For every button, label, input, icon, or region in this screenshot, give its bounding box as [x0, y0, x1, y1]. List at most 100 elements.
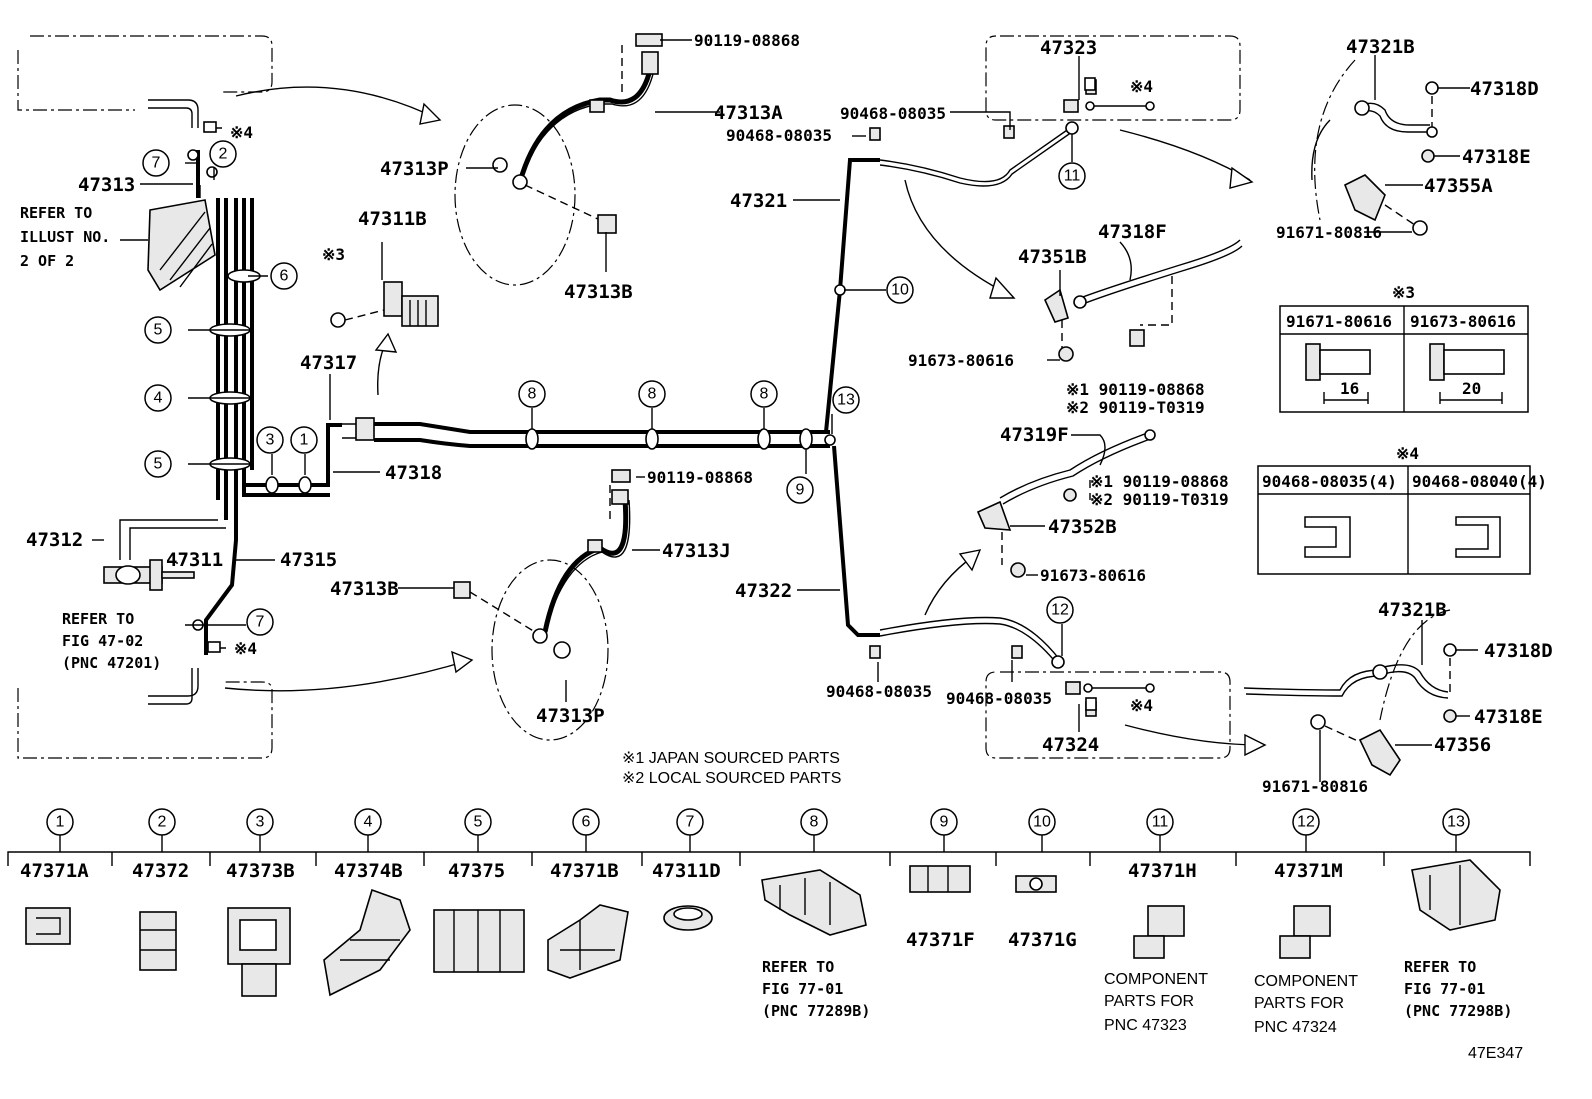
clamp-10-part: 47371G: [1008, 929, 1077, 951]
label-47352B: 47352B: [1048, 516, 1117, 538]
clamp-4: 4 47374B: [323, 808, 411, 997]
callout-7-bottom: 7: [246, 608, 274, 636]
clamp-11: 11 47371H COMPONENT PARTS FOR PNC 47323: [1104, 808, 1208, 1034]
label-47313P-bottom: 47313P: [536, 705, 605, 727]
callout-5-upper: 5: [144, 316, 172, 344]
clamp-10: 10 47371G: [1008, 808, 1077, 951]
label-47313J: 47313J: [662, 540, 731, 562]
footnote-local: ※2 LOCAL SOURCED PARTS: [622, 770, 841, 787]
footnotes: ※1 JAPAN SOURCED PARTS ※2 LOCAL SOURCED …: [622, 750, 841, 787]
svg-text:8: 8: [810, 814, 819, 831]
clamp-1: 1 47371A: [20, 808, 89, 945]
clamp-3-part: 47373B: [226, 860, 295, 882]
rear-line-47319F: [924, 429, 1156, 616]
svg-text:8: 8: [648, 386, 657, 403]
callout-6: 6: [270, 262, 298, 290]
callout-2: 2: [209, 140, 237, 168]
callout-10: 10: [886, 276, 914, 304]
svg-text:12: 12: [1297, 814, 1315, 831]
label-refer-illust-1: REFER TO: [20, 204, 92, 222]
clamp-6: 6 47371B: [547, 808, 629, 979]
clamp-legend: 1 47371A 2 47372 3 47373B 4 47374B 5 473…: [7, 808, 1531, 1036]
callouts: 7 2 6 5 4 5 3 1 7 8 8 8 9 13 10 11 12: [142, 140, 1086, 636]
svg-text:11: 11: [1152, 814, 1169, 831]
svg-text:10: 10: [891, 282, 909, 299]
label-90468-d: 90468-08035: [946, 689, 1052, 708]
table-star3-dim1: 16: [1340, 379, 1359, 398]
clamp-11-note-1: COMPONENT: [1104, 971, 1208, 988]
callout-12: 12: [1046, 596, 1074, 624]
table-star3: ※3 91671-80616 91673-80616 16 20: [1279, 283, 1529, 413]
clamp-8-note-3: (PNC 77289B): [762, 1002, 870, 1020]
label-47312: 47312: [26, 529, 83, 551]
clamp-12-note-1: COMPONENT: [1254, 973, 1358, 990]
label-91671-bottom: 91671-80816: [1262, 777, 1368, 796]
svg-text:8: 8: [528, 386, 537, 403]
label-47318E-bottom: 47318E: [1474, 706, 1543, 728]
front-hose-bottom: [453, 469, 631, 741]
svg-text:5: 5: [154, 322, 163, 339]
label-90468-c: 90468-08035: [826, 682, 932, 701]
callout-3: 3: [256, 426, 284, 454]
label-47315: 47315: [280, 549, 337, 571]
label-90119-mid: 90119-08868: [647, 468, 753, 487]
svg-text:8: 8: [760, 386, 769, 403]
flow-arrow-bottom: [224, 659, 471, 692]
footnote-japan: ※1 JAPAN SOURCED PARTS: [622, 750, 840, 767]
clamp-2-part: 47372: [132, 860, 189, 882]
clamp-9-part: 47371F: [906, 929, 975, 951]
callout-11: 11: [1058, 162, 1086, 190]
rear-hose-lower-right: [1243, 609, 1457, 777]
label-47351B: 47351B: [1018, 246, 1087, 268]
clamp-5-part: 47375: [448, 860, 505, 882]
callout-8-c: 8: [750, 380, 778, 408]
label-refer-fig-3: (PNC 47201): [62, 654, 161, 672]
clamp-3: 3 47373B: [226, 808, 295, 997]
label-47322: 47322: [735, 580, 792, 602]
label-90119-japan-b: ※1 90119-08868: [1090, 472, 1229, 491]
label-refer-illust-3: 2 OF 2: [20, 252, 74, 270]
clamp-13: 13 REFER TO FIG 77-01 (PNC 77298B): [1404, 808, 1512, 1020]
table-star3-title: ※3: [1392, 283, 1415, 302]
svg-text:11: 11: [1064, 168, 1081, 185]
label-47318D-bottom: 47318D: [1484, 640, 1553, 662]
svg-text:2: 2: [158, 814, 167, 831]
svg-text:7: 7: [686, 814, 695, 831]
front-hose-top: [454, 33, 663, 286]
label-47318F: 47318F: [1098, 221, 1167, 243]
clamp-11-note-3: PNC 47323: [1104, 1017, 1187, 1034]
label-star4-bottom: ※4: [234, 639, 257, 658]
callout-9: 9: [786, 476, 814, 504]
callout-4: 4: [144, 384, 172, 412]
main-horizontal-lines: [342, 158, 880, 637]
label-refer-fig-1: REFER TO: [62, 610, 134, 628]
callout-13: 13: [832, 386, 860, 414]
clamp-8-note-1: REFER TO: [762, 958, 834, 976]
clip-glyphs: [203, 77, 1097, 711]
label-47319F: 47319F: [1000, 424, 1069, 446]
label-47324: 47324: [1042, 734, 1099, 756]
label-91673-a: 91673-80616: [908, 351, 1014, 370]
label-47321B-bottom: 47321B: [1378, 599, 1447, 621]
table-star4: ※4 90468-08035(4) 90468-08040(4): [1257, 444, 1547, 575]
label-47313B-top: 47313B: [564, 281, 633, 303]
svg-text:3: 3: [266, 432, 275, 449]
label-47313A: 47313A: [714, 102, 783, 124]
svg-text:12: 12: [1051, 602, 1069, 619]
label-refer-illust-2: ILLUST NO.: [20, 228, 110, 246]
label-47318: 47318: [385, 462, 442, 484]
svg-text:7: 7: [256, 614, 265, 631]
svg-text:13: 13: [1447, 814, 1465, 831]
svg-text:10: 10: [1033, 814, 1051, 831]
label-47318E-top: 47318E: [1462, 146, 1531, 168]
flow-arrow-top: [235, 86, 441, 121]
label-47323: 47323: [1040, 37, 1097, 59]
leader-lines: [92, 39, 1478, 782]
rear-line-47318F: [1043, 239, 1243, 362]
clamp-5: 5 47375: [433, 808, 525, 973]
svg-text:5: 5: [474, 814, 483, 831]
svg-text:2: 2: [219, 146, 228, 163]
svg-text:6: 6: [582, 814, 591, 831]
label-90119-local-a: ※2 90119-T0319: [1066, 398, 1205, 417]
